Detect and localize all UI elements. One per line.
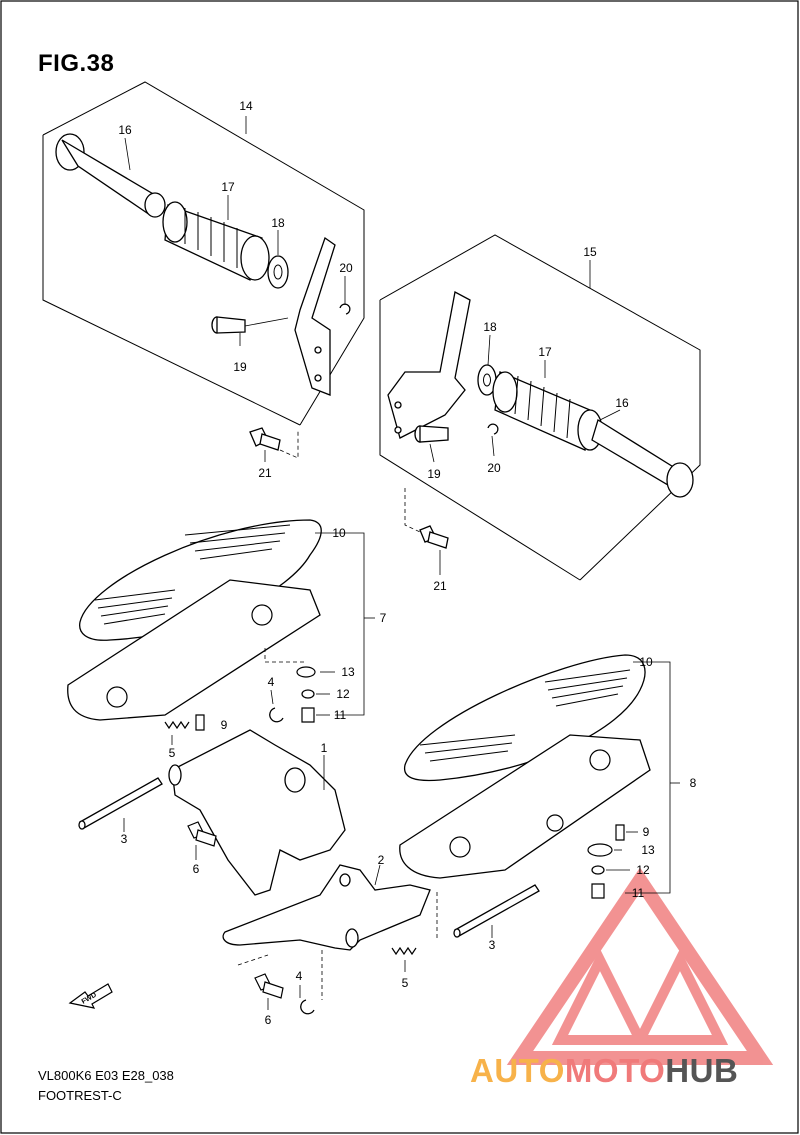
callout-1: 1 xyxy=(321,741,328,755)
callout-12-left: 12 xyxy=(336,687,350,701)
callout-9-left: 9 xyxy=(221,718,228,732)
callout-8: 8 xyxy=(690,776,697,790)
part-1-bracket xyxy=(168,729,346,896)
callout-17-right: 17 xyxy=(538,345,552,359)
callout-21-left: 21 xyxy=(258,466,272,480)
figure-title: FIG.38 xyxy=(38,50,115,77)
part-5-spring-left xyxy=(164,720,190,730)
watermark-text: AUTOMOTOHUB xyxy=(470,1052,738,1090)
callout-15: 15 xyxy=(583,245,597,259)
callout-5-left: 5 xyxy=(169,746,176,760)
part-4-clip-left xyxy=(269,707,284,723)
callout-10-right: 10 xyxy=(639,655,653,669)
part-3-rod-right xyxy=(453,884,540,938)
callout-4-right: 4 xyxy=(296,969,303,983)
callout-13-left: 13 xyxy=(341,665,355,679)
diagram-code: VL800K6 E03 E28_038 xyxy=(38,1068,174,1083)
callout-16-right: 16 xyxy=(615,396,629,410)
part-9-bolt-right xyxy=(615,824,625,841)
callout-6-right: 6 xyxy=(265,1013,272,1027)
mat-ribs-left-bottom xyxy=(94,589,176,625)
part-5-spring-right xyxy=(391,946,417,956)
callout-12-right: 12 xyxy=(636,863,650,877)
callout-21-right: 21 xyxy=(433,579,447,593)
callout-14: 14 xyxy=(239,99,253,113)
part-20-clip-right xyxy=(487,423,499,435)
part-12-washer-left xyxy=(301,689,315,699)
assembly-14-box xyxy=(42,81,365,426)
callout-2: 2 xyxy=(378,853,385,867)
part-11-nut-right xyxy=(591,883,605,899)
part-17-grip-right xyxy=(492,371,603,451)
assembly-15-box xyxy=(379,234,701,581)
callout-5-right: 5 xyxy=(402,976,409,990)
callout-18-right: 18 xyxy=(483,320,497,334)
callout-4-left: 4 xyxy=(268,675,275,689)
watermark-logo xyxy=(506,867,774,1065)
part-6-bolt-right xyxy=(254,973,284,999)
part-2-bracket xyxy=(222,864,431,951)
part-17-grip-left xyxy=(162,201,270,281)
part-12-washer-right xyxy=(591,865,605,875)
callout-6-left: 6 xyxy=(193,862,200,876)
callout-3-left: 3 xyxy=(121,832,128,846)
fwd-arrow xyxy=(68,983,113,1009)
callout-10-left: 10 xyxy=(332,526,346,540)
floorboard-mat-right xyxy=(403,654,646,782)
part-21-bolt-right xyxy=(419,525,449,549)
part-13-washer-left xyxy=(296,666,316,678)
callout-16-left: 16 xyxy=(118,123,132,137)
callout-18-left: 18 xyxy=(271,216,285,230)
part-4-clip-right xyxy=(300,999,315,1015)
part-20-clip-left xyxy=(339,303,351,315)
callout-19-right: 19 xyxy=(427,467,441,481)
leaders-upper-left xyxy=(124,116,346,346)
mat-ribs-right-top xyxy=(544,669,631,707)
callout-11-right: 11 xyxy=(632,886,645,900)
mat-ribs-left-top xyxy=(184,524,291,560)
callout-20-left: 20 xyxy=(339,261,353,275)
callout-13-right: 13 xyxy=(641,843,655,857)
callout-9-right: 9 xyxy=(643,825,650,839)
callout-19-left: 19 xyxy=(233,360,247,374)
part-6-bolt-left xyxy=(187,821,217,847)
callout-3-right: 3 xyxy=(489,938,496,952)
footpeg-bracket-right xyxy=(387,291,471,439)
callout-numbers: 14 16 17 18 20 19 21 15 18 17 16 19 20 2… xyxy=(118,99,696,1027)
callout-7: 7 xyxy=(380,611,387,625)
part-11-nut-left xyxy=(301,707,315,723)
mat-ribs-right-bottom xyxy=(419,734,516,762)
part-13-washer-right xyxy=(587,843,613,857)
watermark-moto: MOTO xyxy=(564,1052,666,1089)
part-16-peg-left xyxy=(55,133,166,218)
callout-11-left: 11 xyxy=(334,708,347,722)
part-19-pin-right xyxy=(414,425,449,443)
watermark-hub: HUB xyxy=(665,1052,739,1089)
callout-17-left: 17 xyxy=(221,180,235,194)
callout-20-right: 20 xyxy=(487,461,501,475)
part-21-bolt-left xyxy=(249,427,281,451)
watermark-auto: AUTO xyxy=(470,1052,565,1089)
footpeg-bracket-left xyxy=(294,236,336,396)
diagram-name: FOOTREST-C xyxy=(38,1088,122,1103)
part-16-peg-right xyxy=(591,418,694,498)
leaders-upper-right xyxy=(429,260,621,463)
part-19-pin-left xyxy=(211,316,246,334)
part-3-rod-left xyxy=(78,777,163,830)
part-9-bolt-left xyxy=(195,714,205,731)
